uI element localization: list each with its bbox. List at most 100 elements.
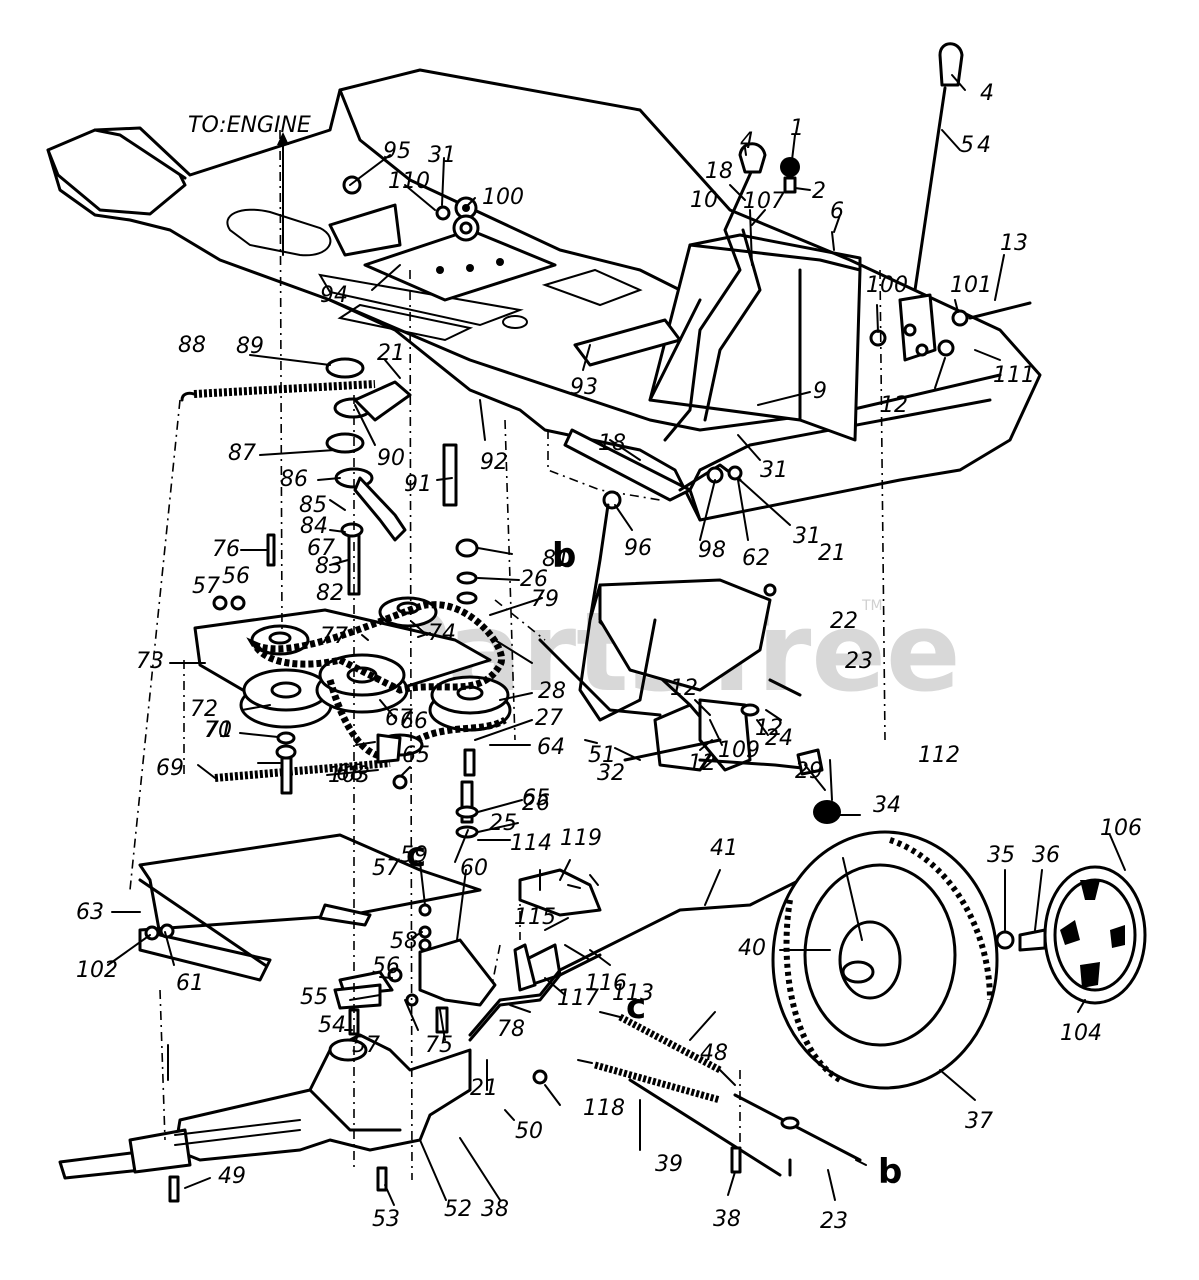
part-label: 5 — [960, 133, 974, 158]
rear-wheel — [771, 830, 999, 1090]
part-label: 40 — [738, 936, 766, 961]
part-label: 4 — [980, 81, 994, 106]
part-labels: 1244456910121212121318182121212223232425… — [76, 81, 1142, 1234]
part-label: 86 — [280, 467, 308, 492]
bracket-62 — [138, 833, 482, 982]
part-label: 76 — [212, 537, 240, 562]
part-label: 114 — [510, 831, 552, 856]
part-label: 53 — [372, 1207, 400, 1232]
part-label: 102 — [76, 958, 118, 983]
part-label: 95 — [383, 139, 411, 164]
part-label: 113 — [612, 981, 654, 1006]
part-label: 85 — [299, 493, 327, 518]
part-label: 2 — [812, 179, 826, 204]
section-letter: c — [406, 835, 426, 875]
part-label: 1 — [790, 116, 804, 141]
section-letter: c — [626, 987, 646, 1027]
pulley-assembly — [193, 596, 512, 760]
part-label: 88 — [178, 333, 206, 358]
part-label: 49 — [218, 1164, 246, 1189]
part-label: 56 — [222, 564, 250, 589]
part-label: 118 — [583, 1096, 625, 1121]
part-label: 55 — [300, 985, 328, 1010]
part-label: 67 — [385, 706, 413, 731]
part-label: 21 — [818, 541, 846, 566]
part-label: 57 — [192, 574, 220, 599]
part-label: 10 — [690, 188, 718, 213]
part-label: 67 — [307, 536, 335, 561]
part-label: 68 — [336, 761, 364, 786]
part-label: 106 — [1100, 816, 1142, 841]
part-label: 107 — [743, 189, 785, 214]
part-label: 59 — [400, 843, 428, 868]
part-label: 37 — [965, 1109, 993, 1134]
part-label: 100 — [866, 273, 908, 298]
part-label: 87 — [228, 441, 256, 466]
part-label: 92 — [480, 450, 508, 475]
part-label: 21 — [377, 341, 405, 366]
part-label: 39 — [655, 1152, 683, 1177]
part-label: 117 — [557, 986, 599, 1011]
part-label: 79 — [531, 587, 559, 612]
part-label: 26 — [520, 567, 548, 592]
part-label: 65 — [522, 786, 550, 811]
part-label: 54 — [318, 1013, 346, 1038]
part-label: 12 — [755, 716, 783, 741]
part-label: 31 — [760, 458, 788, 483]
part-label: 75 — [425, 1033, 453, 1058]
part-label: 115 — [514, 905, 556, 930]
transaxle — [58, 983, 472, 1203]
part-label: 90 — [377, 446, 405, 471]
part-label: 38 — [713, 1207, 741, 1232]
part-label: 71 — [205, 718, 233, 743]
part-label: 66 — [400, 709, 428, 734]
rod-41 — [468, 868, 842, 1037]
section-letter: b — [552, 536, 576, 576]
part-label: 104 — [1060, 1021, 1102, 1046]
part-label: 73 — [136, 649, 164, 674]
part-label: 48 — [700, 1041, 728, 1066]
rod-5 — [913, 86, 947, 292]
part-label: 4 — [977, 133, 991, 158]
plate-93 — [363, 228, 557, 302]
seat-bracket-22 — [598, 578, 772, 692]
part-label: 35 — [987, 843, 1015, 868]
part-label: 57 — [352, 1033, 380, 1058]
part-label: 57 — [372, 856, 400, 881]
part-label: 116 — [585, 971, 627, 996]
leader-lines — [107, 74, 1126, 1206]
part-label: 6 — [830, 199, 844, 224]
part-label: 41 — [710, 836, 738, 861]
part-label: 34 — [873, 793, 901, 818]
part-label: 65 — [402, 743, 430, 768]
part-label: 110 — [388, 169, 430, 194]
pedal-92 — [573, 318, 682, 367]
part-label: 56 — [372, 954, 400, 979]
part-label: 69 — [156, 756, 184, 781]
part-label: 78 — [497, 1017, 525, 1042]
part-label: 94 — [320, 283, 348, 308]
part-label: 109 — [718, 738, 760, 763]
part-label: 4 — [740, 129, 754, 154]
part-label: 23 — [820, 1209, 848, 1234]
part-label: 100 — [482, 185, 524, 210]
section-letter: b — [878, 1152, 902, 1192]
part-label: 21 — [470, 1076, 498, 1101]
part-label: 50 — [515, 1119, 543, 1144]
part-label: 77 — [320, 624, 348, 649]
part-label: 51 — [588, 743, 616, 768]
watermark-tm: TM — [861, 598, 883, 614]
part-label: 101 — [950, 273, 992, 298]
part-label: 64 — [537, 735, 565, 760]
part-label: 31 — [428, 143, 456, 168]
part-label: 103 — [328, 763, 370, 788]
part-label: 81 — [542, 547, 570, 572]
part-label: 91 — [404, 472, 432, 497]
part-label: 61 — [176, 971, 204, 996]
part-label: 13 — [1000, 231, 1028, 256]
part-label: 12 — [880, 393, 908, 418]
part-label: 84 — [300, 514, 328, 539]
part-label: 26 — [522, 791, 550, 816]
